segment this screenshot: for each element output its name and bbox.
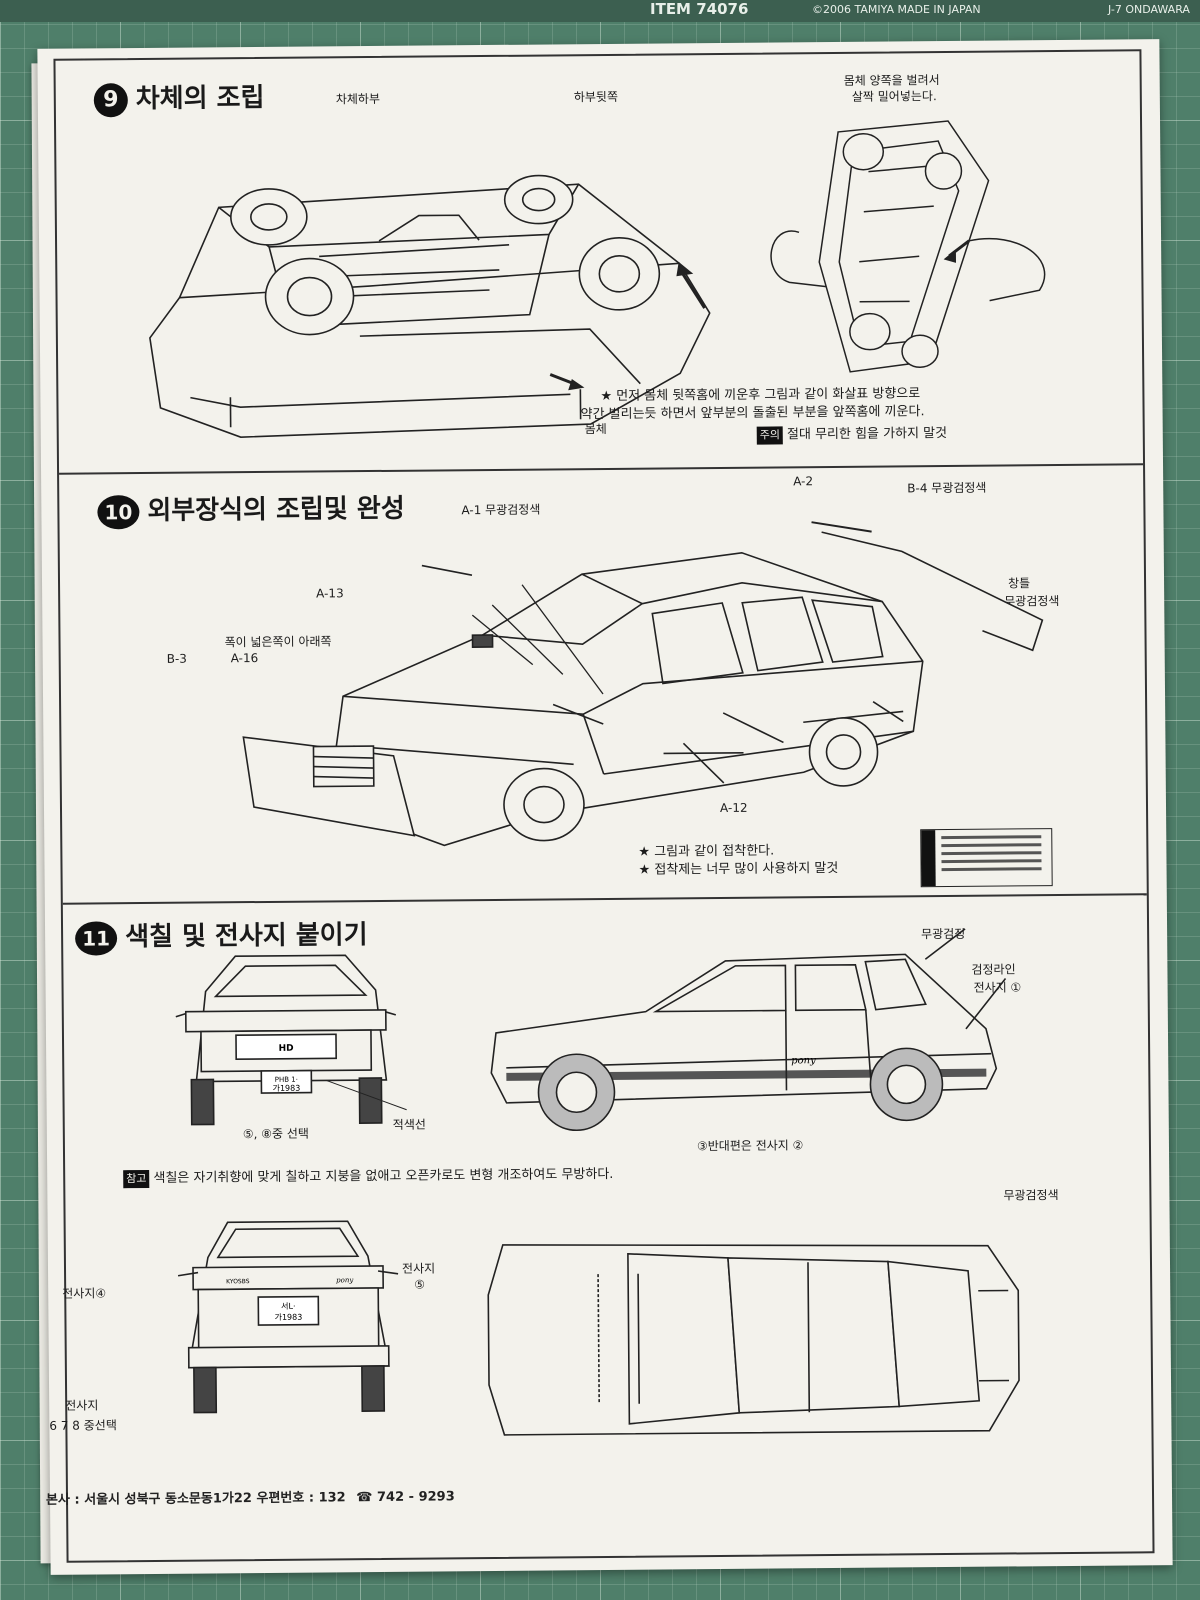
side-view-car-drawing: pony: [485, 949, 1007, 1134]
label-decal-678-line2: 6 7 8 중선택: [49, 1418, 117, 1433]
exterior-assembly-car-drawing: [181, 510, 1024, 847]
hands-inserting-chassis-drawing: [758, 110, 1060, 393]
step11-title-text: 색칠 및 전사지 붙이기: [124, 920, 368, 953]
rear-badge-right: pony: [336, 1276, 354, 1284]
label-decal-678-line1: 전사지: [65, 1398, 99, 1413]
front-plate-line2: 가1983: [273, 1084, 301, 1093]
rear-plate-line1: 서L·: [281, 1302, 295, 1311]
phone-icon: ☎: [356, 1490, 373, 1506]
section-divider-10: [62, 893, 1147, 905]
label-spread-2: 살짝 밀어넣는다.: [851, 89, 937, 104]
label-b4: B-4 무광검정색: [907, 480, 987, 496]
footer-phone: 742 - 9293: [376, 1489, 455, 1506]
side-script-badge: pony: [791, 1055, 816, 1066]
caution-text: 절대 무리한 힘을 가하지 말것: [786, 426, 948, 443]
label-opposite-decal: ③반대편은 전사지 ②: [696, 1138, 804, 1154]
upside-down-car-drawing: [118, 103, 721, 458]
top-view-car-drawing: [488, 1230, 1030, 1445]
reference-tag: 참고: [123, 1169, 150, 1189]
label-matte-black-color: 무광검정색: [1003, 1188, 1059, 1203]
label-red-line: 적색선: [392, 1117, 426, 1132]
caution-tag: 주의: [756, 426, 784, 445]
section-divider-9: [59, 463, 1144, 475]
rear-view-car-drawing: KYOSBS pony 서L· 가1983: [178, 1216, 400, 1428]
step9-note-2: 약간 벌리는듯 하면서 앞부분의 돌출된 부분을 앞쪽홈에 끼운다.: [580, 404, 925, 423]
label-decal-5: ⑤: [414, 1277, 425, 1292]
step10-note-1: ★ 그림과 같이 접착한다.: [638, 843, 775, 860]
box-edge-strip: ITEM 74076 ©2006 TAMIYA MADE IN JAPAN J-…: [0, 0, 1200, 22]
label-decal-4: 전사지④: [62, 1286, 107, 1301]
step11-number-badge: 11: [74, 920, 118, 956]
label-decal: 전사지: [401, 1261, 436, 1276]
page-code: J-7 ONDAWARA: [1108, 3, 1190, 16]
rear-badge-left: KYOSBS: [226, 1278, 250, 1285]
certification-stamp: [920, 828, 1053, 888]
reference-text: 색칠은 자기취향에 맞게 칠하고 지붕을 없애고 오픈카로도 변형 개조하여도 …: [153, 1166, 614, 1186]
copyright-text: ©2006 TAMIYA MADE IN JAPAN: [812, 3, 981, 16]
front-grille-badge: HD: [279, 1044, 294, 1054]
front-view-car-drawing: HD PHB 1· 가1983: [175, 950, 397, 1142]
front-plate-line1: PHB 1·: [275, 1076, 298, 1084]
rear-plate-line2: 가1983: [275, 1313, 303, 1322]
step10-note-2: ★ 접착제는 너무 많이 사용하지 말것: [638, 860, 839, 878]
label-a2: A-2: [793, 474, 814, 489]
step10-number-badge: 10: [97, 494, 140, 529]
footer-address: 본사 : 서울시 성북구 동소문동1가22 우편번호 : 132 ☎ 742 -…: [45, 1489, 455, 1508]
item-label: ITEM 74076: [650, 0, 749, 18]
label-rear-underside: 하부뒷쪽: [573, 89, 619, 105]
label-underbody: 차체하부: [335, 91, 381, 107]
